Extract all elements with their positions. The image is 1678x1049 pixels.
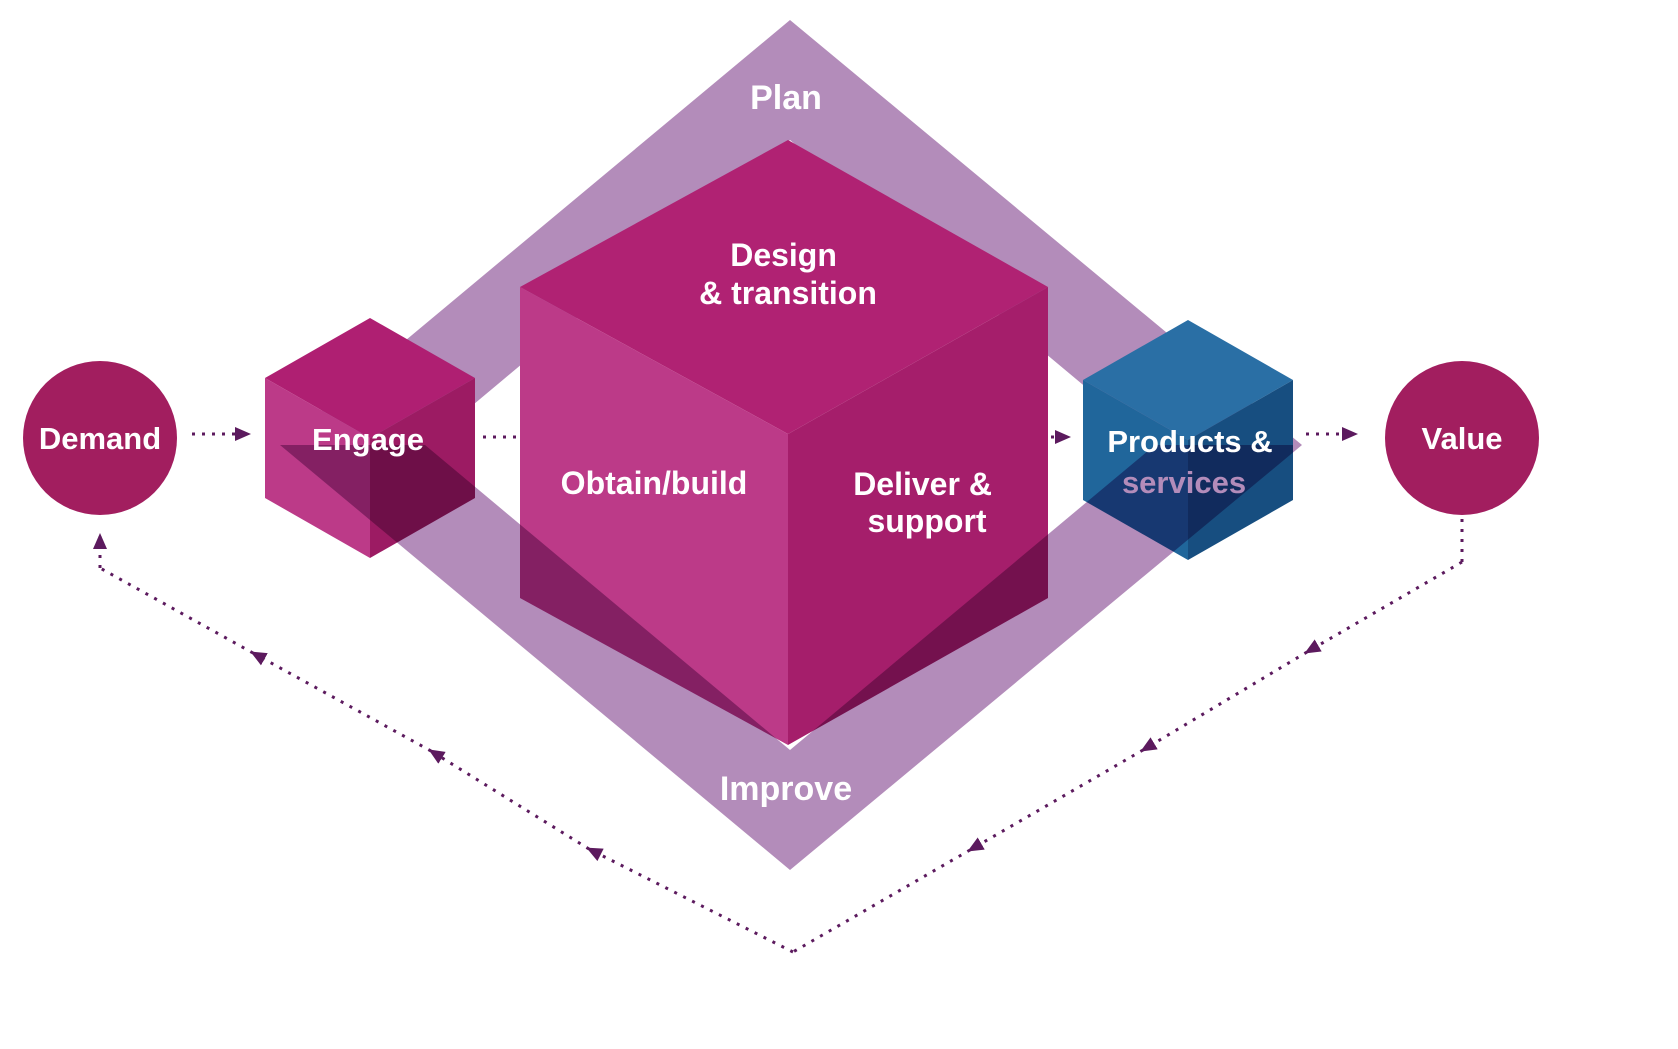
loop-left-seg3 xyxy=(250,651,432,753)
flow-arrows xyxy=(93,427,1464,954)
plan-label: Plan xyxy=(750,79,822,117)
loop-right-seg2 xyxy=(1140,650,1308,752)
loop-right-seg3 xyxy=(967,748,1144,852)
value-label: Value xyxy=(1422,421,1503,456)
value-node: Value xyxy=(1385,361,1539,515)
labels: Plan Improve Design & transition Obtain/… xyxy=(312,79,1273,808)
improve-label: Improve xyxy=(720,770,852,808)
value-circle xyxy=(1385,361,1539,515)
loop-right-seg4 xyxy=(792,848,971,954)
core-cube-top-face xyxy=(520,140,1048,434)
demand-label: Demand xyxy=(39,421,161,456)
design-transition-label: Design & transition xyxy=(699,237,877,311)
engage-label: Engage xyxy=(312,422,424,457)
loop-left-seg1 xyxy=(586,847,794,954)
loop-left-seg2 xyxy=(428,749,590,851)
obtain-build-label: Obtain/build xyxy=(561,465,748,501)
products-label-line1: Products & xyxy=(1107,424,1272,459)
demand-circle xyxy=(23,361,177,515)
loop-left-seg4 xyxy=(99,566,254,655)
demand-node: Demand xyxy=(23,361,177,515)
deliver-support-label: Deliver & support xyxy=(853,466,1001,539)
loop-right-seg1 xyxy=(1304,560,1463,654)
band-lower xyxy=(280,445,1302,870)
